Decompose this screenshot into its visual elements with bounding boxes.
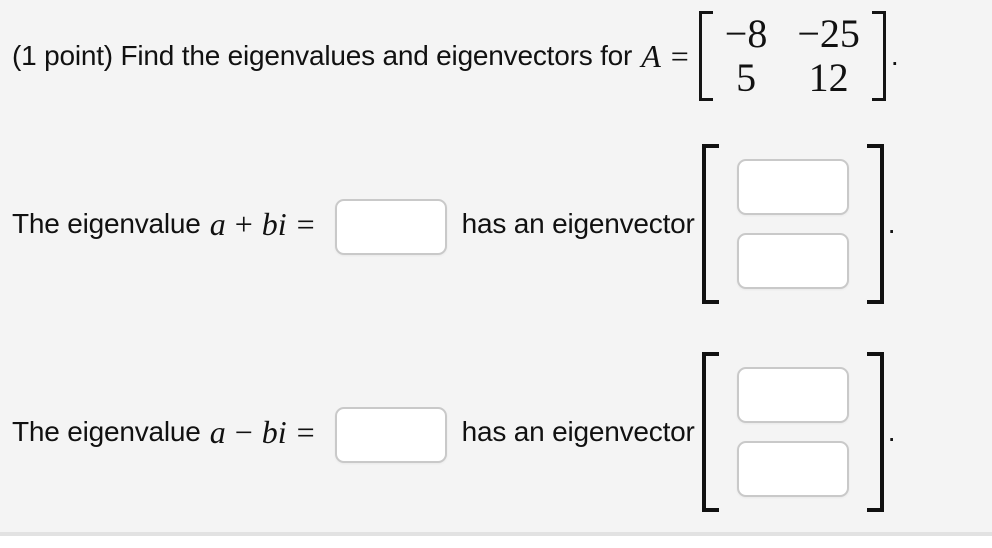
eigenvector-plus-component-2[interactable]: [736, 233, 849, 289]
plus-sign: +: [234, 205, 253, 242]
equals-sign: =: [296, 205, 315, 242]
eigenvector-minus-label: has an eigenvector: [461, 416, 695, 447]
eigenvalue-plus-input[interactable]: [334, 199, 447, 255]
vector-right-bracket: [866, 352, 884, 512]
vector-left-bracket: [701, 352, 719, 512]
matrix-entries: −8 −25 5 12: [713, 11, 872, 101]
vector-cells: [719, 352, 867, 512]
eigenvalue-plus-label: The eigenvalue: [12, 208, 201, 239]
problem-text: (1 point) Find the eigenvalues and eigen…: [12, 40, 633, 71]
vector-cells: [719, 144, 867, 304]
eigenvalue-minus-row: The eigenvalue a − bi = has an eigenvect…: [12, 348, 895, 516]
problem-statement: (1 point) Find the eigenvalues and eigen…: [12, 10, 899, 102]
sentence-period: .: [890, 40, 899, 71]
eigenvector-minus-component-1[interactable]: [736, 367, 849, 423]
equals-sign: =: [670, 37, 689, 74]
matrix-entry-21: 5: [736, 55, 757, 100]
var-a: a: [209, 413, 226, 450]
var-bi: bi: [261, 205, 287, 242]
matrix-entry-12: −25: [797, 11, 860, 56]
bottom-divider: [0, 532, 992, 536]
matrix-left-bracket: [698, 11, 713, 101]
sentence-period: .: [887, 208, 896, 239]
matrix-right-bracket: [871, 11, 886, 101]
eigenvector-plus-component-1[interactable]: [736, 159, 849, 215]
problem-area: (1 point) Find the eigenvalues and eigen…: [0, 0, 992, 532]
eigenvalue-plus-row: The eigenvalue a + bi = has an eigenvect…: [12, 140, 895, 308]
eigenvector-plus: [701, 144, 884, 304]
matrix-entry-22: 12: [808, 55, 849, 100]
eigenvalue-minus-label: The eigenvalue: [12, 416, 201, 447]
minus-sign: −: [234, 413, 253, 450]
sentence-period: .: [887, 416, 896, 447]
eigenvector-plus-label: has an eigenvector: [461, 208, 695, 239]
var-a: a: [209, 205, 226, 242]
matrix-entry-11: −8: [724, 11, 768, 56]
var-bi: bi: [261, 413, 287, 450]
matrix-variable: A: [641, 37, 661, 74]
eigenvector-minus-component-2[interactable]: [736, 441, 849, 497]
matrix-a: −8 −25 5 12: [698, 11, 886, 101]
vector-right-bracket: [866, 144, 884, 304]
vector-left-bracket: [701, 144, 719, 304]
eigenvector-minus: [701, 352, 884, 512]
eigenvalue-minus-input[interactable]: [334, 407, 447, 463]
equals-sign: =: [296, 413, 315, 450]
